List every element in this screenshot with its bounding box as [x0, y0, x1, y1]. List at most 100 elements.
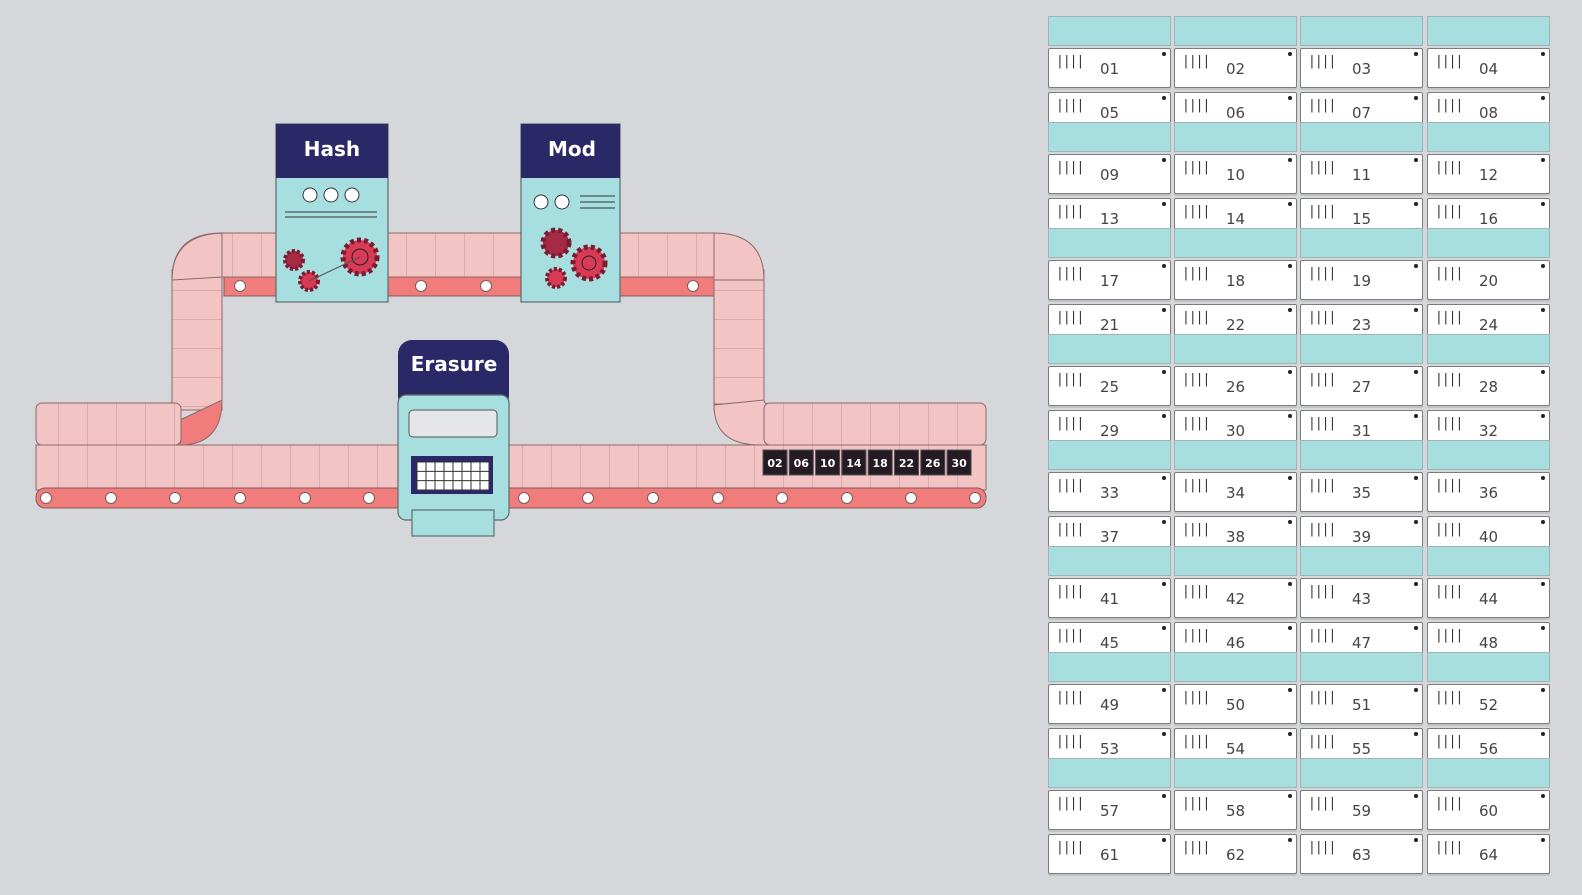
storage-slot[interactable]: ||||04 [1427, 48, 1550, 88]
slot-number: 02 [1175, 60, 1296, 78]
storage-slot[interactable]: ||||59 [1300, 790, 1423, 830]
storage-slot[interactable]: ||||12 [1427, 154, 1550, 194]
roller [519, 493, 530, 504]
slot-number: 01 [1049, 60, 1170, 78]
storage-slot[interactable]: ||||33 [1048, 472, 1171, 512]
slot-number: 08 [1428, 104, 1549, 122]
storage-slot[interactable]: ||||44 [1427, 578, 1550, 618]
storage-slot[interactable]: ||||52 [1427, 684, 1550, 724]
rack-header-strip [1427, 546, 1550, 576]
storage-slot[interactable]: ||||02 [1174, 48, 1297, 88]
mod-label: Mod [548, 137, 596, 161]
storage-slot[interactable]: ||||27 [1300, 366, 1423, 406]
status-dot [1414, 370, 1418, 374]
data-chip: 30 [947, 450, 971, 475]
rack-header-strip [1174, 122, 1297, 152]
rack-header-strip [1174, 652, 1297, 682]
storage-slot[interactable]: ||||17 [1048, 260, 1171, 300]
storage-slot[interactable]: ||||34 [1174, 472, 1297, 512]
status-dot [1162, 96, 1166, 100]
storage-slot[interactable]: ||||43 [1300, 578, 1423, 618]
slot-number: 24 [1428, 316, 1549, 334]
storage-slot[interactable]: ||||35 [1300, 472, 1423, 512]
storage-slot[interactable]: ||||10 [1174, 154, 1297, 194]
slot-number: 30 [1175, 422, 1296, 440]
storage-slot[interactable]: ||||36 [1427, 472, 1550, 512]
slot-number: 45 [1049, 634, 1170, 652]
status-dot [1541, 476, 1545, 480]
slot-number: 16 [1428, 210, 1549, 228]
status-dot [1414, 520, 1418, 524]
storage-slot[interactable]: ||||50 [1174, 684, 1297, 724]
status-dot [1541, 158, 1545, 162]
data-chip: 02 [763, 450, 787, 475]
slot-number: 63 [1301, 846, 1422, 864]
chip-label: 10 [820, 457, 836, 470]
storage-slot[interactable]: ||||41 [1048, 578, 1171, 618]
slot-number: 06 [1175, 104, 1296, 122]
storage-slot[interactable]: ||||51 [1300, 684, 1423, 724]
storage-slot[interactable]: ||||57 [1048, 790, 1171, 830]
storage-slot[interactable]: ||||19 [1300, 260, 1423, 300]
storage-slot[interactable]: ||||64 [1427, 834, 1550, 874]
slot-number: 44 [1428, 590, 1549, 608]
slot-number: 58 [1175, 802, 1296, 820]
slot-number: 56 [1428, 740, 1549, 758]
status-dot [1288, 96, 1292, 100]
roller [583, 493, 594, 504]
slot-number: 03 [1301, 60, 1422, 78]
storage-slot[interactable]: ||||49 [1048, 684, 1171, 724]
status-dot [1541, 308, 1545, 312]
status-dot [1541, 202, 1545, 206]
storage-slot[interactable]: ||||26 [1174, 366, 1297, 406]
rack-header-strip [1300, 122, 1423, 152]
status-dot [1288, 794, 1292, 798]
storage-slot[interactable]: ||||28 [1427, 366, 1550, 406]
keyboard-icon [417, 462, 489, 490]
slot-number: 17 [1049, 272, 1170, 290]
rack-header-strip [1300, 334, 1423, 364]
rack-header-strip [1427, 440, 1550, 470]
mod-machine: Mod [521, 124, 620, 302]
slot-number: 50 [1175, 696, 1296, 714]
storage-slot[interactable]: ||||62 [1174, 834, 1297, 874]
status-dot [1162, 838, 1166, 842]
status-dot [1541, 838, 1545, 842]
storage-slot[interactable]: ||||18 [1174, 260, 1297, 300]
status-dot [1288, 308, 1292, 312]
slot-number: 34 [1175, 484, 1296, 502]
storage-slot[interactable]: ||||63 [1300, 834, 1423, 874]
status-dot [1541, 520, 1545, 524]
slot-number: 09 [1049, 166, 1170, 184]
storage-slot[interactable]: ||||60 [1427, 790, 1550, 830]
status-dot [1541, 582, 1545, 586]
rack-header-strip [1048, 652, 1171, 682]
slot-number: 40 [1428, 528, 1549, 546]
storage-slot[interactable]: ||||01 [1048, 48, 1171, 88]
status-dot [1162, 308, 1166, 312]
rack-header-strip [1300, 228, 1423, 258]
storage-slot[interactable]: ||||25 [1048, 366, 1171, 406]
status-dot [1162, 688, 1166, 692]
rack-header-strip [1427, 334, 1550, 364]
status-dot [1162, 476, 1166, 480]
status-dot [1541, 52, 1545, 56]
slot-number: 37 [1049, 528, 1170, 546]
status-dot [1162, 794, 1166, 798]
status-dot [1288, 202, 1292, 206]
rack-header-strip [1048, 122, 1171, 152]
roller [235, 493, 246, 504]
storage-slot[interactable]: ||||03 [1300, 48, 1423, 88]
storage-slot[interactable]: ||||58 [1174, 790, 1297, 830]
roller [235, 281, 246, 292]
storage-slot[interactable]: ||||11 [1300, 154, 1423, 194]
storage-slot[interactable]: ||||20 [1427, 260, 1550, 300]
storage-slot[interactable]: ||||61 [1048, 834, 1171, 874]
chip-label: 26 [925, 457, 941, 470]
rack-header-strip [1174, 334, 1297, 364]
roller [481, 281, 492, 292]
storage-slot[interactable]: ||||42 [1174, 578, 1297, 618]
storage-slot[interactable]: ||||09 [1048, 154, 1171, 194]
slot-number: 42 [1175, 590, 1296, 608]
slot-number: 14 [1175, 210, 1296, 228]
